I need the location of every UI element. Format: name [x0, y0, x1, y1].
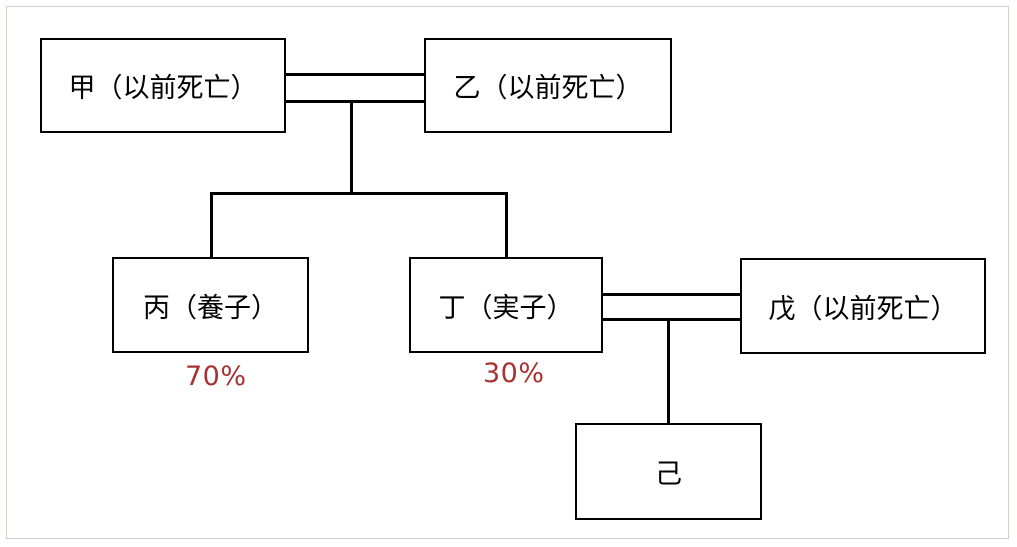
person-label-ji: 己 — [655, 459, 682, 490]
marriage-line-ding-wu-bottom — [601, 318, 742, 321]
share-percent-bing: 70% — [185, 361, 247, 392]
person-box-bing: 丙（養子） — [112, 257, 309, 353]
person-label-yi: 乙（以前死亡） — [453, 73, 643, 104]
person-label-ding: 丁（実子） — [438, 292, 574, 324]
descent-line-ding-wu — [667, 321, 670, 425]
person-box-yi: 乙（以前死亡） — [424, 38, 672, 133]
person-box-ji: 己 — [575, 423, 762, 520]
person-box-jia: 甲（以前死亡） — [40, 38, 286, 133]
child-line-bing — [210, 192, 213, 259]
person-box-ding: 丁（実子） — [409, 257, 603, 353]
marriage-line-jia-yi-bottom — [285, 100, 426, 103]
descent-line-jia-yi — [350, 103, 353, 194]
person-label-wu: 戊（以前死亡） — [768, 293, 958, 325]
marriage-line-ding-wu-top — [601, 293, 742, 296]
share-percent-ding: 30% — [483, 358, 545, 389]
child-line-ding — [505, 192, 508, 259]
person-box-wu: 戊（以前死亡） — [740, 258, 986, 354]
person-label-jia: 甲（以前死亡） — [68, 73, 258, 104]
children-branch-line — [210, 192, 508, 195]
person-label-bing: 丙（養子） — [143, 292, 278, 324]
marriage-line-jia-yi-top — [285, 73, 426, 76]
